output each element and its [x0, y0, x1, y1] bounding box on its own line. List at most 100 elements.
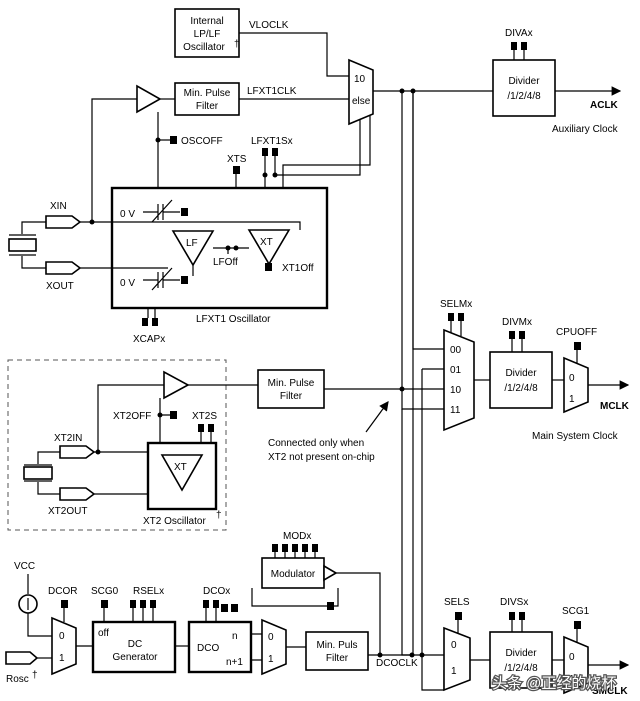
xt2out-label: XT2OUT [48, 506, 87, 517]
modulator-label: Modulator [271, 569, 316, 580]
sels-label: SELS [444, 597, 470, 608]
connected-note-line-2: XT2 not present on-chip [268, 452, 375, 463]
watermark: 头条 @正经的烧杯 [492, 675, 616, 692]
divider-mclk: Divider /1/2/4/8 [489, 351, 553, 409]
sels-mux-0: 0 [451, 640, 457, 651]
xt-amplifier-triangle [247, 229, 291, 266]
xcapx-label: XCAPx [133, 334, 165, 345]
xout-pin [45, 261, 82, 275]
divider-aclk-line-1: Divider [508, 76, 540, 87]
pulse-filter-2-line-2: Filter [280, 391, 303, 402]
lfxt1sx-pin-0 [262, 148, 268, 156]
dcox-label: DCOx [203, 586, 230, 597]
dco-block [187, 620, 253, 674]
lfxt1clk-label: LFXT1CLK [247, 86, 297, 97]
xt-label: XT [260, 237, 273, 248]
crystal-xt2 [23, 451, 60, 495]
xt1off-label: XT1Off [282, 263, 314, 274]
divider-smclk-line-1: Divider [505, 648, 537, 659]
smclk-gate-mux [563, 635, 589, 695]
aclk-mux-10: 10 [354, 74, 366, 85]
zero-v-bottom-label: 0 V [120, 278, 135, 289]
main-system-clock-label: Main System Clock [532, 431, 619, 442]
dco-mux [261, 618, 287, 676]
pulse-filter-3-line-1: Min. Puls [316, 640, 357, 651]
aclk-mux [348, 58, 374, 126]
divider-mclk-line-1: Divider [505, 368, 537, 379]
divider-smclk-line-2: /1/2/4/8 [504, 663, 538, 674]
selmx-label: SELMx [440, 299, 472, 310]
mux-m-01: 01 [450, 365, 462, 376]
xin-label: XIN [50, 201, 67, 212]
lfoff-label: LFOff [213, 257, 238, 268]
aclk-mux-else: else [352, 96, 371, 107]
xt2-amplifier-triangle [160, 454, 204, 492]
lf-label: LF [186, 238, 198, 249]
lfxt1sx-to-mux-wire [274, 117, 361, 176]
mux-m-00: 00 [450, 345, 462, 356]
divider-mclk-line-2: /1/2/4/8 [504, 383, 538, 394]
dagger-mark: † [234, 39, 240, 50]
divider-aclk: Divider /1/2/4/8 [492, 59, 556, 117]
rselx-label: RSELx [133, 586, 164, 597]
cpuoff-label: CPUOFF [556, 327, 597, 338]
smclk-mux-0: 0 [569, 652, 575, 663]
dco-label: DCO [197, 643, 219, 654]
dcoclk-label: DCOCLK [376, 658, 418, 669]
internal-osc-line-1: Internal [190, 16, 223, 27]
scg0-label: SCG0 [91, 586, 119, 597]
mux-m-10: 10 [450, 385, 462, 396]
divsx-label: DIVSx [500, 597, 528, 608]
pulse-filter-2-line-1: Min. Pulse [268, 378, 315, 389]
xin-pin [45, 215, 82, 229]
divider-smclk: Divider /1/2/4/8 [489, 631, 553, 689]
min-pulse-filter-2: Min. Pulse Filter [257, 369, 325, 409]
sels-mux-1: 1 [451, 666, 457, 677]
auxiliary-clock-label: Auxiliary Clock [552, 124, 619, 135]
divmx-label: DIVMx [502, 317, 532, 328]
vloclk-wire [239, 32, 349, 77]
min-pulse-filter-1: Min. Pulse Filter [174, 82, 240, 116]
pulse-filter-1-line-1: Min. Pulse [184, 88, 231, 99]
xcapx-pin-0 [142, 318, 148, 326]
xt2-optional-region [7, 359, 227, 531]
modulator-block: Modulator [261, 557, 325, 589]
mclk-select-mux [443, 328, 475, 432]
dco-n1-label: n+1 [226, 657, 243, 668]
mclk-mux-1: 1 [569, 394, 575, 405]
dc-generator-line-2: Generator [112, 652, 158, 663]
xts-pin [233, 166, 240, 174]
xin-to-buffer-wire [91, 98, 137, 222]
vloclk-label: VLOCLK [249, 20, 289, 31]
modx-label: MODx [283, 531, 311, 542]
xt2-buffer-triangle [163, 370, 190, 400]
mclk-mux-0: 0 [569, 373, 575, 384]
xt2out-pin [59, 487, 96, 501]
mclk-label: MCLK [600, 401, 630, 412]
xt2off-label: XT2OFF [113, 411, 151, 422]
dcor-mux [51, 616, 77, 676]
vcc-label: VCC [14, 561, 35, 572]
mux-m-11: 11 [450, 405, 461, 416]
xcapx-pin-1 [152, 318, 158, 326]
pulse-filter-3-line-2: Filter [326, 653, 349, 664]
xout-label: XOUT [46, 281, 74, 292]
rosc-label: Rosc [6, 674, 29, 685]
lfxt1-oscillator-label: LFXT1 Oscillator [196, 314, 271, 325]
dc-generator-block [91, 620, 177, 674]
variable-capacitor-top [143, 199, 180, 223]
connected-note-line-1: Connected only when [268, 438, 364, 449]
internal-osc-line-2: LP/LF [194, 29, 221, 40]
pulse-filter-1-line-2: Filter [196, 101, 219, 112]
lfxt1sx-label: LFXT1Sx [251, 136, 293, 147]
internal-lf-oscillator: Internal LP/LF Oscillator † [174, 8, 240, 58]
xts-label: XTS [227, 154, 247, 165]
dcor-mux-0: 0 [59, 631, 65, 642]
smclk-label: SMCLK [592, 686, 628, 697]
xt2s-label: XT2S [192, 411, 217, 422]
dc-off-label: off [98, 628, 109, 639]
smclk-mux-1: 1 [569, 674, 575, 685]
lfxt1sx-pin-1 [272, 148, 278, 156]
variable-capacitor-bottom [143, 267, 180, 291]
